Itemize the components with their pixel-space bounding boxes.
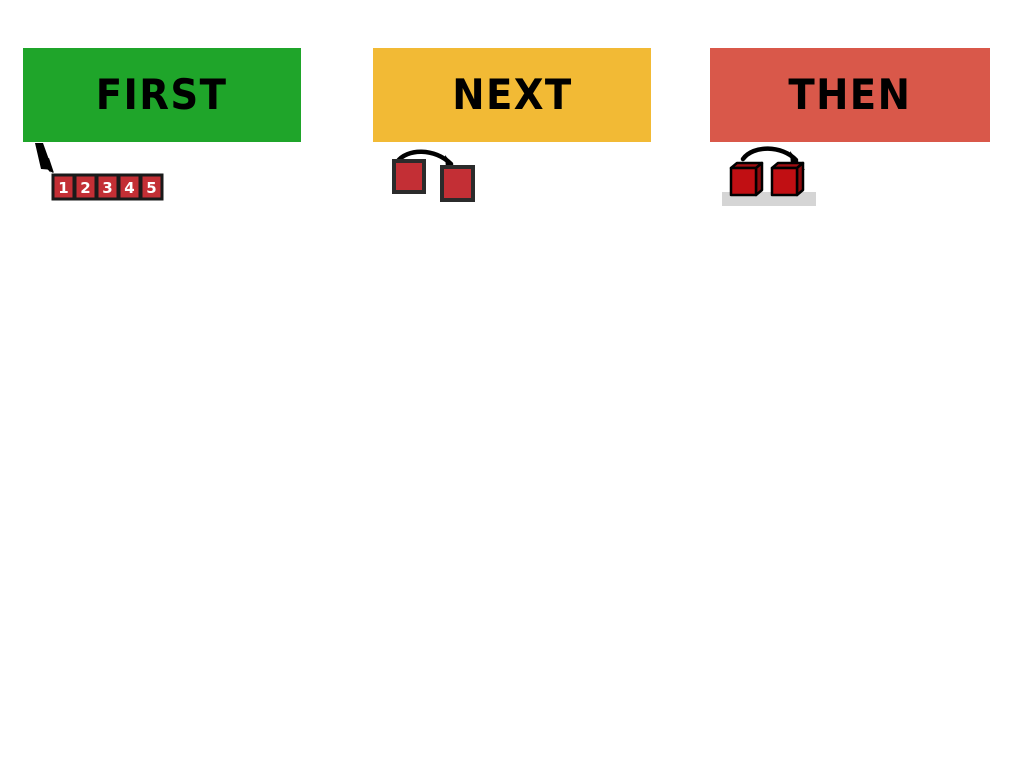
banner-label-then: THEN bbox=[788, 70, 912, 119]
cube-right bbox=[770, 161, 805, 197]
illustration-then bbox=[710, 142, 990, 222]
banner-label-first: FIRST bbox=[96, 70, 228, 119]
tile-label: 3 bbox=[102, 179, 112, 197]
panel-first: FIRST bbox=[23, 48, 301, 142]
tile-label: 2 bbox=[80, 179, 90, 197]
banner-next: NEXT bbox=[373, 48, 651, 142]
numbered-tile: 1 bbox=[51, 173, 76, 201]
panel-next: NEXT bbox=[373, 48, 651, 142]
numbered-tile: 2 bbox=[73, 173, 98, 201]
panel-then: THEN bbox=[710, 48, 990, 142]
illustration-next bbox=[373, 142, 653, 222]
banner-then: THEN bbox=[710, 48, 990, 142]
banner-first: FIRST bbox=[23, 48, 301, 142]
tile-label: 1 bbox=[58, 179, 68, 197]
down-arrow-icon bbox=[35, 143, 54, 173]
illustration-first: 1 2 3 4 5 bbox=[23, 142, 303, 222]
numbered-tile: 5 bbox=[139, 173, 164, 201]
numbered-tile-group: 1 2 3 4 5 bbox=[51, 173, 164, 201]
banner-label-next: NEXT bbox=[451, 70, 573, 119]
cube-left bbox=[729, 161, 764, 197]
numbered-tile: 3 bbox=[95, 173, 120, 201]
flat-square-target bbox=[440, 165, 475, 202]
flat-square-source bbox=[392, 159, 426, 194]
tile-label: 5 bbox=[146, 179, 156, 197]
numbered-tile: 4 bbox=[117, 173, 142, 201]
tile-label: 4 bbox=[124, 179, 134, 197]
